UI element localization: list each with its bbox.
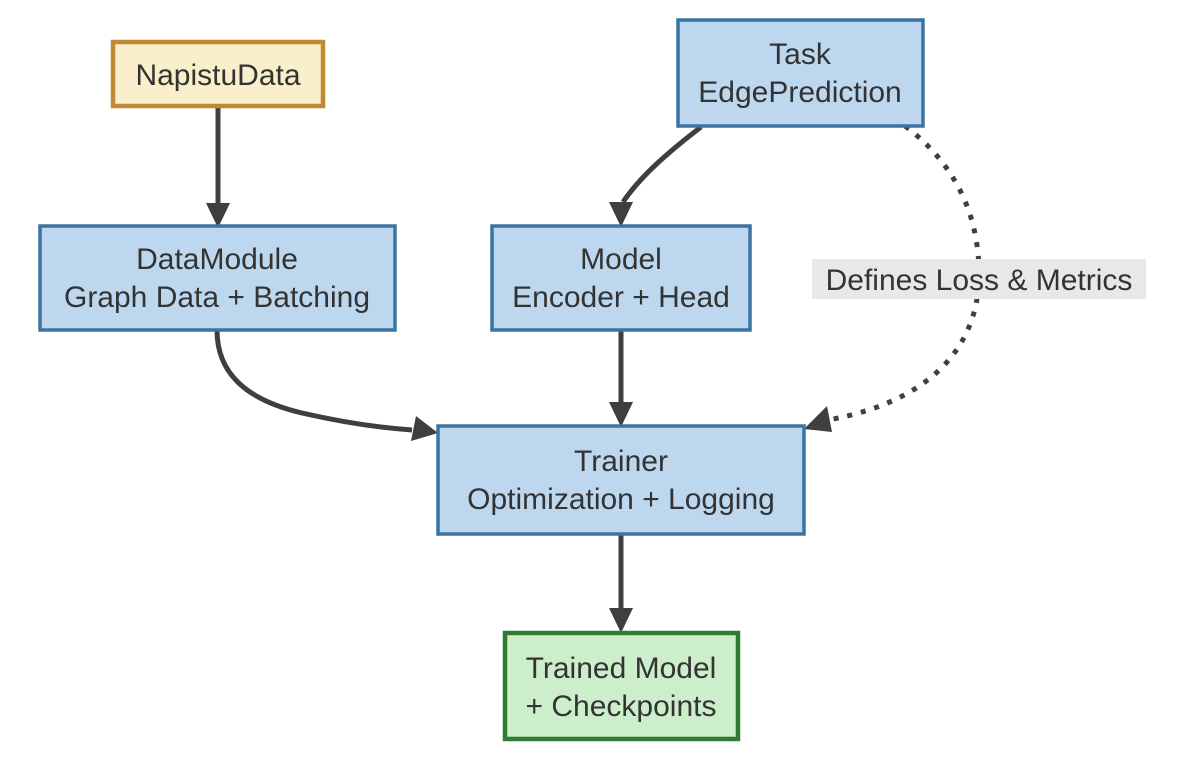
arrowhead-trainer-top bbox=[609, 402, 633, 427]
node-datamodule-label-line1: DataModule bbox=[136, 243, 298, 276]
arrowhead-trainedmodel bbox=[609, 608, 633, 633]
node-datamodule: DataModule Graph Data + Batching bbox=[38, 224, 397, 332]
node-datamodule-box bbox=[38, 224, 397, 332]
node-model-label-line2: Encoder + Head bbox=[512, 281, 730, 314]
edge-datamodule-to-trainer bbox=[214, 329, 413, 433]
node-napistu-data-label: NapistuData bbox=[135, 59, 300, 92]
arrowhead-datamodule bbox=[206, 203, 230, 228]
arrowhead-trainer-left bbox=[411, 416, 438, 441]
node-task-label-line1: Task bbox=[769, 38, 832, 71]
edges-layer bbox=[206, 106, 982, 633]
node-napistu-data-box bbox=[110, 39, 326, 109]
node-model: Model Encoder + Head bbox=[490, 224, 752, 332]
node-task-edgeprediction: Task EdgePrediction bbox=[676, 18, 925, 128]
node-trained-model-label-line2: + Checkpoints bbox=[526, 690, 717, 723]
node-trained-model: Trained Model + Checkpoints bbox=[502, 630, 741, 742]
node-task-label-line2: EdgePrediction bbox=[698, 76, 901, 109]
node-napistu-data: NapistuData bbox=[110, 39, 326, 109]
edge-label-defines-loss-metrics: Defines Loss & Metrics bbox=[812, 259, 1146, 299]
node-trainer-label-line2: Optimization + Logging bbox=[467, 483, 775, 516]
node-trained-model-label-line1: Trained Model bbox=[526, 652, 717, 685]
arrowhead-trainer-right bbox=[804, 406, 832, 432]
edge-label-text: Defines Loss & Metrics bbox=[826, 264, 1133, 297]
node-trainer-box bbox=[436, 424, 806, 536]
edge-label-background bbox=[812, 259, 1146, 299]
node-datamodule-label-line2: Graph Data + Batching bbox=[64, 281, 370, 314]
node-model-box bbox=[490, 224, 752, 332]
node-trained-model-box bbox=[502, 630, 741, 742]
node-trainer: Trainer Optimization + Logging bbox=[436, 424, 806, 536]
node-trainer-label-line1: Trainer bbox=[574, 445, 668, 478]
edge-task-to-model bbox=[620, 125, 703, 204]
node-model-label-line1: Model bbox=[580, 243, 662, 276]
arrowhead-model bbox=[609, 202, 633, 227]
node-task-box bbox=[676, 18, 925, 128]
